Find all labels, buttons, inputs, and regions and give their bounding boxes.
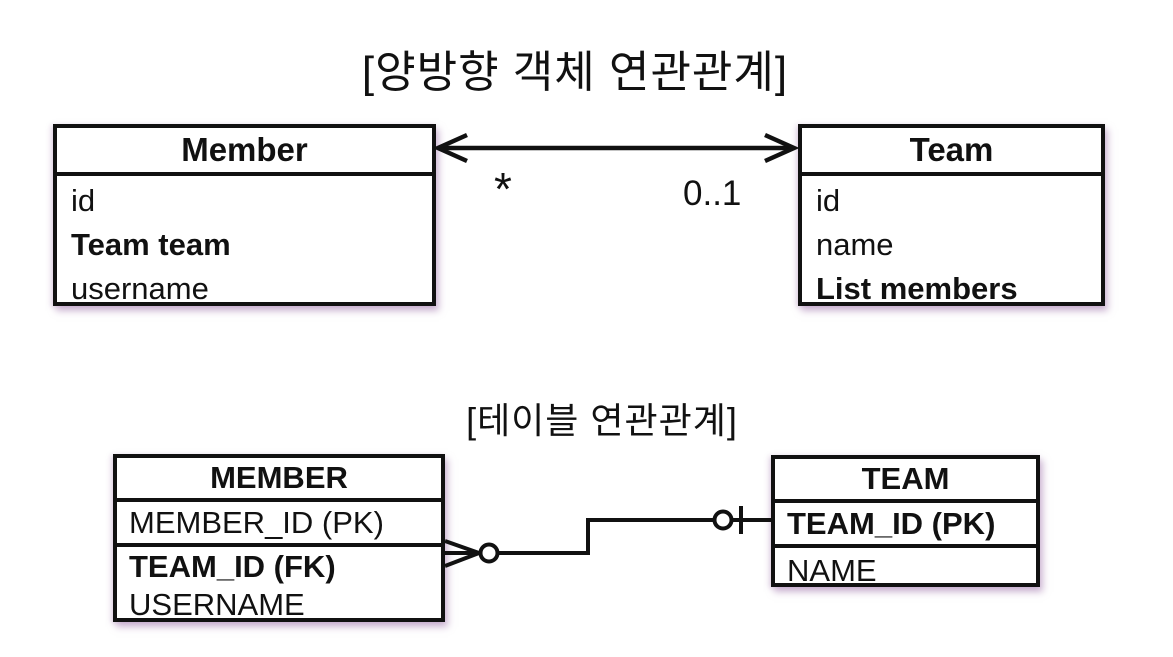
member-table-fk-cell: TEAM_ID (FK) USERNAME (117, 547, 441, 624)
crow-foot-connector (444, 506, 771, 568)
member-table-column-pk: MEMBER_ID (PK) (117, 502, 441, 547)
member-class-box: Member id Team team username (53, 124, 436, 306)
team-table-name: TEAM (775, 459, 1036, 503)
bidirectional-arrow (432, 132, 800, 164)
member-table-column-username: USERNAME (129, 587, 305, 622)
multiplicity-many-label: * (494, 163, 512, 215)
team-table-column-name: NAME (787, 552, 877, 588)
member-table-column-fk: TEAM_ID (FK) (129, 549, 336, 584)
member-class-fields: id Team team username (57, 176, 432, 311)
member-field-team: Team team (71, 227, 231, 262)
team-class-fields: id name List members (802, 176, 1101, 311)
team-field-id: id (816, 183, 841, 218)
team-class-name: Team (802, 128, 1101, 176)
member-table-name: MEMBER (117, 458, 441, 502)
member-field-id: id (71, 183, 96, 218)
member-field-username: username (71, 271, 209, 306)
team-class-box: Team id name List members (798, 124, 1105, 306)
object-association-title: [양방향 객체 연관관계] (361, 48, 789, 97)
table-association-title: [테이블 연관관계] (466, 400, 738, 441)
team-field-name: name (816, 227, 894, 262)
team-field-members: List members (816, 271, 1018, 306)
multiplicity-zero-or-one-label: 0..1 (683, 174, 742, 213)
member-class-name: Member (57, 128, 432, 176)
team-table-box: TEAM TEAM_ID (PK) NAME (771, 455, 1040, 588)
team-table-column-pk: TEAM_ID (PK) (775, 503, 1036, 548)
member-table-box: MEMBER MEMBER_ID (PK) TEAM_ID (FK) USERN… (113, 454, 445, 622)
